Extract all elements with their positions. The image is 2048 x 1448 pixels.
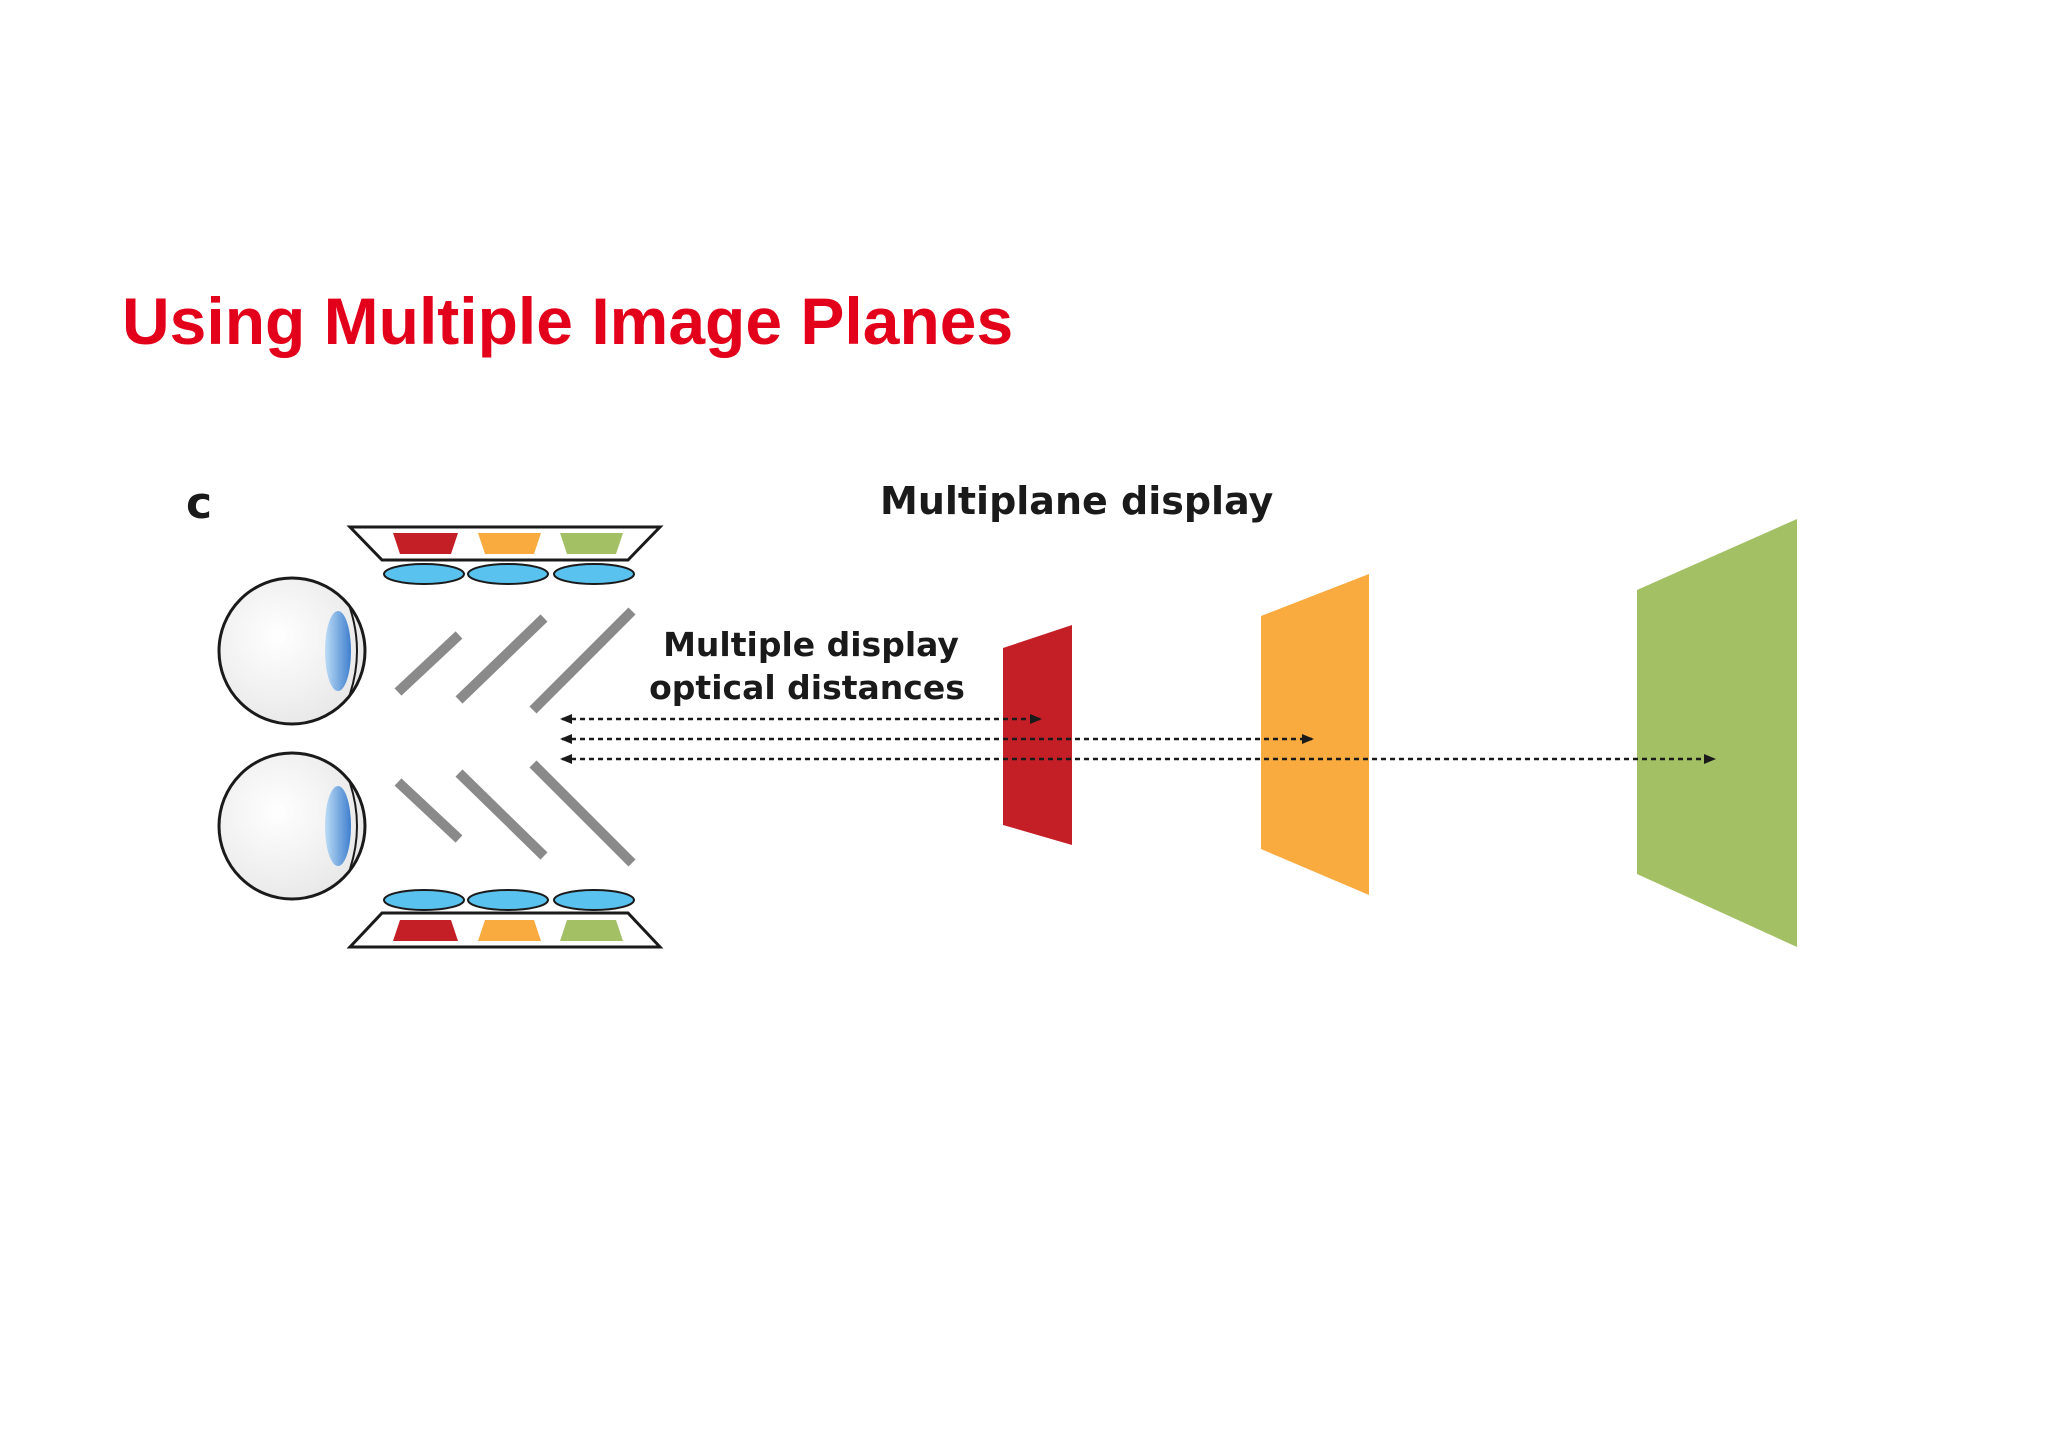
top-green-subimage xyxy=(560,533,623,554)
top-display-assembly xyxy=(346,525,664,585)
annotation-line-2: optical distances xyxy=(649,668,965,707)
diagram-heading: Multiplane display xyxy=(880,479,1274,523)
lens-icon xyxy=(383,563,465,585)
bottom-eyeball-icon xyxy=(217,751,367,901)
top-orange-subimage xyxy=(478,533,541,554)
top-red-subimage xyxy=(393,533,458,554)
beam-splitter-icon xyxy=(394,607,636,867)
bottom-orange-subimage xyxy=(478,920,541,941)
near-image-plane xyxy=(1003,625,1072,845)
lens-icon xyxy=(553,889,635,911)
lens-icon xyxy=(467,563,549,585)
top-eyeball-icon xyxy=(217,576,367,726)
slide-title: Using Multiple Image Planes xyxy=(122,284,1014,358)
lens-icon xyxy=(383,889,465,911)
annotation-line-1: Multiple display xyxy=(663,625,959,664)
far-image-plane xyxy=(1637,519,1797,947)
bottom-red-subimage xyxy=(393,920,458,941)
panel-letter: c xyxy=(186,478,212,529)
mid-image-plane xyxy=(1261,574,1369,895)
lens-icon xyxy=(553,563,635,585)
lens-icon xyxy=(467,889,549,911)
bottom-green-subimage xyxy=(560,920,623,941)
distance-arrows xyxy=(560,714,1716,764)
bottom-display-assembly xyxy=(346,889,664,949)
